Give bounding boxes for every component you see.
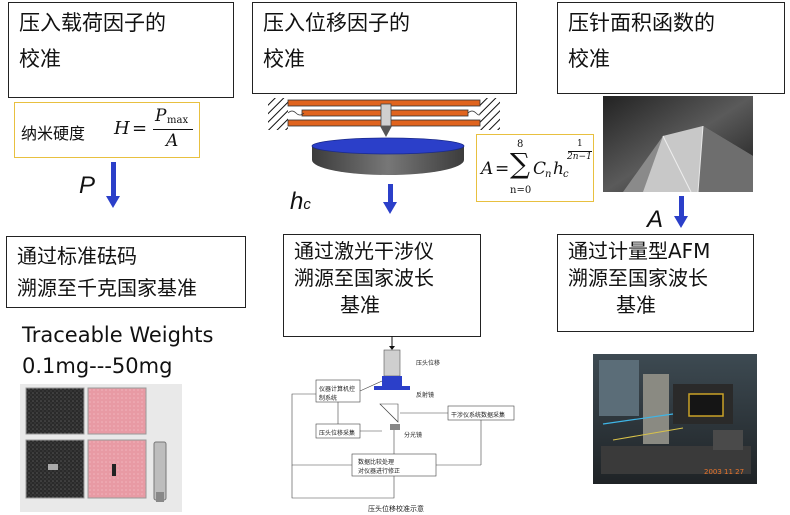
traceable-weights-label: Traceable Weights	[22, 323, 214, 347]
arrow-load	[106, 162, 120, 208]
schematic-label-tip: 压头位移	[416, 360, 441, 367]
box-area-calibration: 压针面积函数的 校准	[557, 2, 785, 94]
schematic-mirror	[374, 386, 410, 390]
area-exp-den: 2n−1	[567, 152, 592, 162]
hardness-formula: 纳米硬度 H = P max A	[14, 102, 200, 158]
weights-line1: 通过标准砝码	[17, 244, 137, 268]
area-sum: ∑	[510, 147, 530, 180]
area-exp-num: 1	[577, 139, 583, 149]
variable-P: P	[79, 172, 96, 199]
hardness-fraction-bar	[153, 129, 193, 130]
hardness-P: P	[155, 106, 167, 126]
variable-A: A	[647, 206, 664, 233]
box-displacement-calibration: 压入位移因子的 校准	[252, 2, 517, 94]
schematic-label-interf: 干涉仪系统数据采集	[451, 412, 506, 419]
hardness-max: max	[167, 115, 189, 126]
schematic-label-process2: 对仪器进行修正	[358, 468, 401, 475]
afm-line2: 溯源至国家波长	[568, 266, 708, 290]
arrow-area	[674, 196, 688, 228]
displacement-title-line2: 校准	[263, 47, 305, 71]
box-weights-traceability: 通过标准砝码 溯源至千克国家基准	[6, 236, 246, 308]
area-sum-bottom: n=0	[510, 185, 532, 196]
displacement-calibration-schematic	[291, 336, 515, 499]
box-laser-traceability: 通过激光干涉仪 溯源至国家波长 基准	[283, 234, 481, 337]
schematic-label-beam: 分光镜	[404, 432, 423, 439]
spring-left	[287, 110, 305, 116]
area-A: A	[481, 159, 494, 179]
area-title-line2: 校准	[568, 47, 610, 71]
hardness-eq: =	[132, 118, 148, 139]
box-afm-traceability: 通过计量型AFM 溯源至国家波长 基准	[557, 234, 754, 332]
area-function-formula: A = 8 ∑ n=0 C n h c 1 2n−1	[476, 134, 594, 202]
afm-photo-date: 2003 11 27	[704, 468, 745, 476]
right-wall	[480, 98, 500, 130]
area-exp-bar	[568, 151, 592, 152]
area-title-line1: 压针面积函数的	[568, 11, 715, 35]
weights-range-label: 0.1mg---50mg	[22, 354, 173, 378]
indenter-tip	[380, 126, 392, 137]
variable-hc: hc	[290, 188, 311, 216]
indenter-shaft	[380, 103, 392, 127]
sem-indenter-image	[603, 96, 753, 192]
displacement-title-line1: 压入位移因子的	[263, 11, 410, 35]
laser-line1: 通过激光干涉仪	[294, 239, 434, 263]
schematic-label-computer1: 仪器计算机控	[319, 386, 356, 393]
variable-hc-c: c	[303, 196, 311, 213]
afm-instrument-photo	[593, 354, 757, 484]
afm-line3: 基准	[616, 293, 656, 317]
load-title-line2: 校准	[19, 47, 61, 71]
schematic-label-process1: 数据比较处理	[358, 459, 395, 466]
box-load-calibration: 压入载荷因子的 校准	[8, 2, 234, 98]
area-eq: =	[495, 159, 510, 179]
left-wall	[268, 98, 288, 130]
area-c-sub: c	[563, 169, 569, 180]
disk-top	[311, 137, 465, 155]
schematic-caption: 压头位移校准示意	[368, 505, 424, 513]
area-h: h	[553, 159, 564, 179]
area-C: C	[533, 159, 547, 179]
weights-line2: 溯源至千克国家基准	[17, 276, 197, 300]
laser-line3: 基准	[340, 293, 380, 317]
schematic-label-mirror: 反射镜	[416, 392, 435, 399]
afm-line1: 通过计量型AFM	[568, 239, 711, 263]
schematic-label-disp: 压头位移采集	[319, 430, 356, 437]
area-sum-top: 8	[517, 139, 524, 150]
weights-photo	[20, 384, 182, 512]
variable-hc-h: h	[290, 188, 304, 215]
area-n-sub: n	[545, 169, 552, 180]
hardness-A: A	[166, 131, 179, 151]
schematic-tip-body	[383, 349, 401, 377]
arrow-displacement	[383, 184, 397, 214]
displacement-indenter-illustration	[268, 98, 500, 175]
load-title-line1: 压入载荷因子的	[19, 11, 166, 35]
hardness-H: H	[114, 118, 130, 139]
schematic-blue-block	[382, 376, 402, 386]
spring-right	[467, 110, 481, 116]
schematic-label-computer2: 制系统	[319, 395, 338, 402]
hardness-label: 纳米硬度	[21, 124, 86, 143]
laser-line2: 溯源至国家波长	[294, 266, 434, 290]
